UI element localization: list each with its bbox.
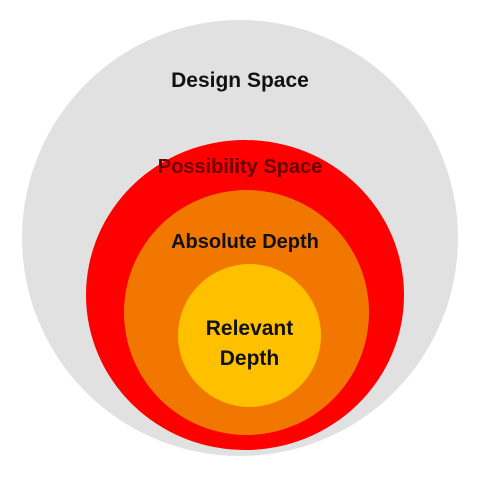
absolute-depth-label: Absolute Depth bbox=[171, 231, 319, 253]
design-space-label: Design Space bbox=[171, 69, 309, 92]
relevant-depth-label: Relevant Depth bbox=[205, 317, 294, 370]
relevant-depth-circle bbox=[178, 264, 321, 407]
possibility-space-label: Possibility Space bbox=[157, 156, 323, 178]
